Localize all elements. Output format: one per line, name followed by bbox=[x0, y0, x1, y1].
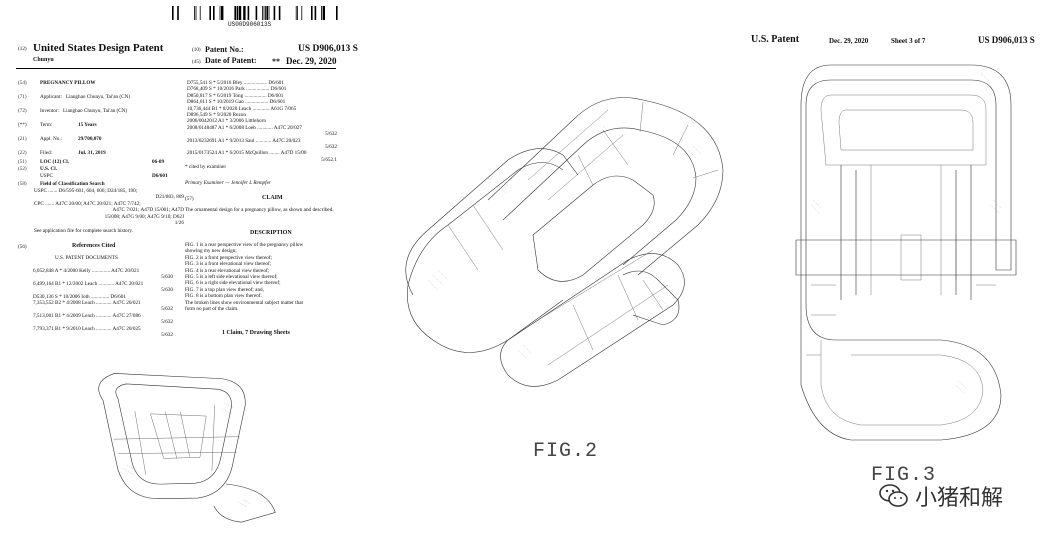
classification-lines: USPC ....... D6/595-601, 604, 606; D24/1… bbox=[34, 188, 184, 235]
pillow-drawing-small bbox=[98, 373, 276, 523]
right-references: D755,541 S * 5/2016 Bley ...............… bbox=[187, 80, 337, 163]
field-54: (54) PREGNANCY PILLOW bbox=[18, 80, 96, 86]
references-cited-code: (56) bbox=[18, 244, 27, 250]
field-filed: (22) Filed: Jul. 31, 2019 bbox=[18, 150, 106, 156]
field-uscl: (52) U.S. Cl. bbox=[18, 166, 58, 172]
field-uspc: USPC D6/601 bbox=[40, 173, 168, 179]
pillow-front-perspective bbox=[405, 97, 724, 387]
fig-2-label: FIG.2 bbox=[533, 440, 599, 463]
patent-number: US D906,013 S bbox=[298, 44, 358, 54]
cited-by-examiner: * cited by examiner bbox=[185, 164, 227, 170]
claim-title: CLAIM bbox=[262, 195, 283, 201]
header-rule bbox=[16, 68, 336, 69]
date-label: Date of Patent: bbox=[205, 56, 257, 65]
claim-code: (57) bbox=[185, 196, 194, 202]
figure-3-sheet: U.S. Patent Dec. 29, 2020 Sheet 3 of 7 U… bbox=[741, 0, 1054, 540]
sheet-header-sheet: Sheet 3 of 7 bbox=[891, 37, 926, 45]
title-us: United States Design Patent bbox=[33, 42, 164, 54]
field-appl-no: (21) Appl. No.: 29/700,070 bbox=[18, 136, 102, 142]
barcode-text: US00D906013S bbox=[228, 21, 272, 28]
field-list: (54) PREGNANCY PILLOW (71) Applicant: Li… bbox=[18, 80, 184, 235]
references-cited-title: References Cited bbox=[72, 243, 116, 249]
patent-no-label: Patent No.: bbox=[205, 45, 244, 54]
field-loc: (51) LOC (12) Cl. 06-09 bbox=[18, 159, 165, 165]
inventor-short: Chunyu bbox=[33, 57, 54, 63]
wechat-icon bbox=[879, 484, 908, 507]
claim-text: The ornamental design for a pregnancy pi… bbox=[185, 207, 334, 213]
watermark-text: 小猪和解 bbox=[915, 486, 1004, 511]
watermark: 小猪和解 bbox=[879, 480, 1003, 512]
sheet-header-date: Dec. 29, 2020 bbox=[829, 37, 869, 45]
figure-2-sheet: FIG.2 bbox=[383, 0, 741, 540]
field-classification-search: (58) Field of Classification Search bbox=[18, 181, 105, 187]
date-value: Dec. 29, 2020 bbox=[286, 56, 337, 66]
drawing-sheets: 1 Claim, 7 Drawing Sheets bbox=[222, 330, 290, 336]
code-10: (10) bbox=[192, 47, 201, 53]
fig-3-label: FIG.3 bbox=[871, 464, 937, 487]
code-12: (12) bbox=[18, 46, 27, 52]
patent-front-page: US00D906013S (12) United States Design P… bbox=[0, 0, 383, 540]
pillow-front-elevation bbox=[795, 64, 1017, 441]
barcode bbox=[172, 6, 338, 20]
references-list: 6,052,848 A * 4/2000 Kelly .............… bbox=[33, 268, 173, 339]
primary-examiner: Primary Examiner — Jennifer L Rempfer bbox=[185, 180, 271, 186]
sheet-header-patent: US D906,013 S bbox=[978, 35, 1035, 45]
description-title: DESCRIPTION bbox=[250, 230, 292, 236]
description-lines: FIG. 1 is a rear perspective view of the… bbox=[185, 242, 304, 313]
code-45: (45) bbox=[192, 59, 201, 65]
sheet-header-title: U.S. Patent bbox=[751, 34, 800, 45]
field-term: (**) Term: 15 Years bbox=[18, 122, 97, 128]
references-subtitle: U.S. PATENT DOCUMENTS bbox=[55, 255, 118, 261]
field-71: (71) Applicant: Lianghao Chunyu, Tai'an … bbox=[18, 94, 131, 100]
field-72: (72) Inventor: Lianghao Chunyu, Tai'an (… bbox=[18, 108, 128, 114]
date-stars: ** bbox=[272, 57, 280, 66]
